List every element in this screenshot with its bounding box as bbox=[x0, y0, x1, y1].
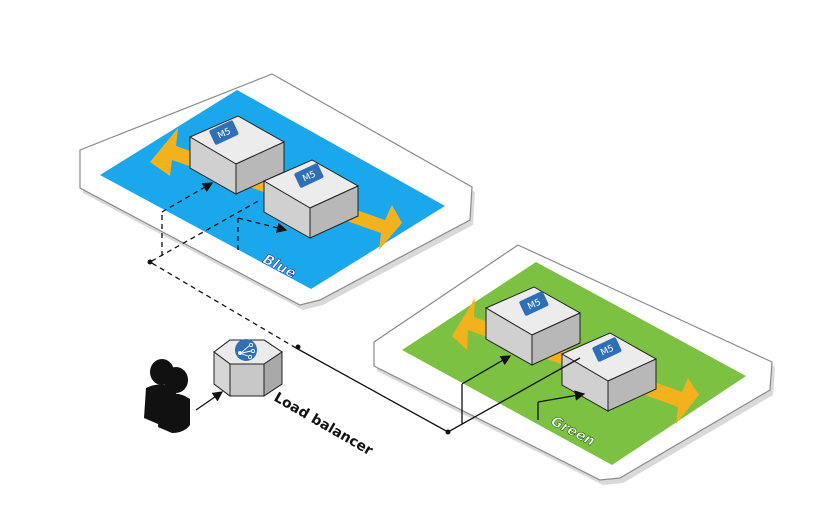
green-link-1b bbox=[461, 355, 512, 385]
user-icon bbox=[144, 359, 190, 433]
green-environment: M5 M5 Green bbox=[373, 244, 775, 485]
blue-environment: M5 M5 Blue bbox=[79, 73, 475, 310]
blue-instance-1: M5 bbox=[188, 115, 286, 195]
blue-instance-2-chip: M5 bbox=[294, 163, 324, 188]
green-connectors bbox=[295, 344, 586, 435]
green-instance-2-chip: M5 bbox=[592, 337, 622, 362]
user-to-lb-arrow bbox=[195, 391, 224, 411]
green-link-2b bbox=[537, 390, 586, 403]
blue-dashed-route bbox=[148, 199, 297, 349]
green-instance-1: M5 bbox=[484, 286, 582, 366]
blue-instance-2: M5 bbox=[262, 159, 360, 239]
blue-instance-1-chip: M5 bbox=[209, 120, 239, 145]
load-balancer: Load balancer bbox=[213, 339, 375, 460]
green-instance-1-chip: M5 bbox=[519, 291, 549, 316]
blue-connectors bbox=[147, 182, 297, 349]
blue-dashed-link-1b bbox=[161, 182, 214, 213]
load-balancer-label: Load balancer bbox=[271, 390, 375, 460]
load-balancer-icon bbox=[235, 339, 257, 361]
green-instance-2: M5 bbox=[560, 332, 658, 412]
